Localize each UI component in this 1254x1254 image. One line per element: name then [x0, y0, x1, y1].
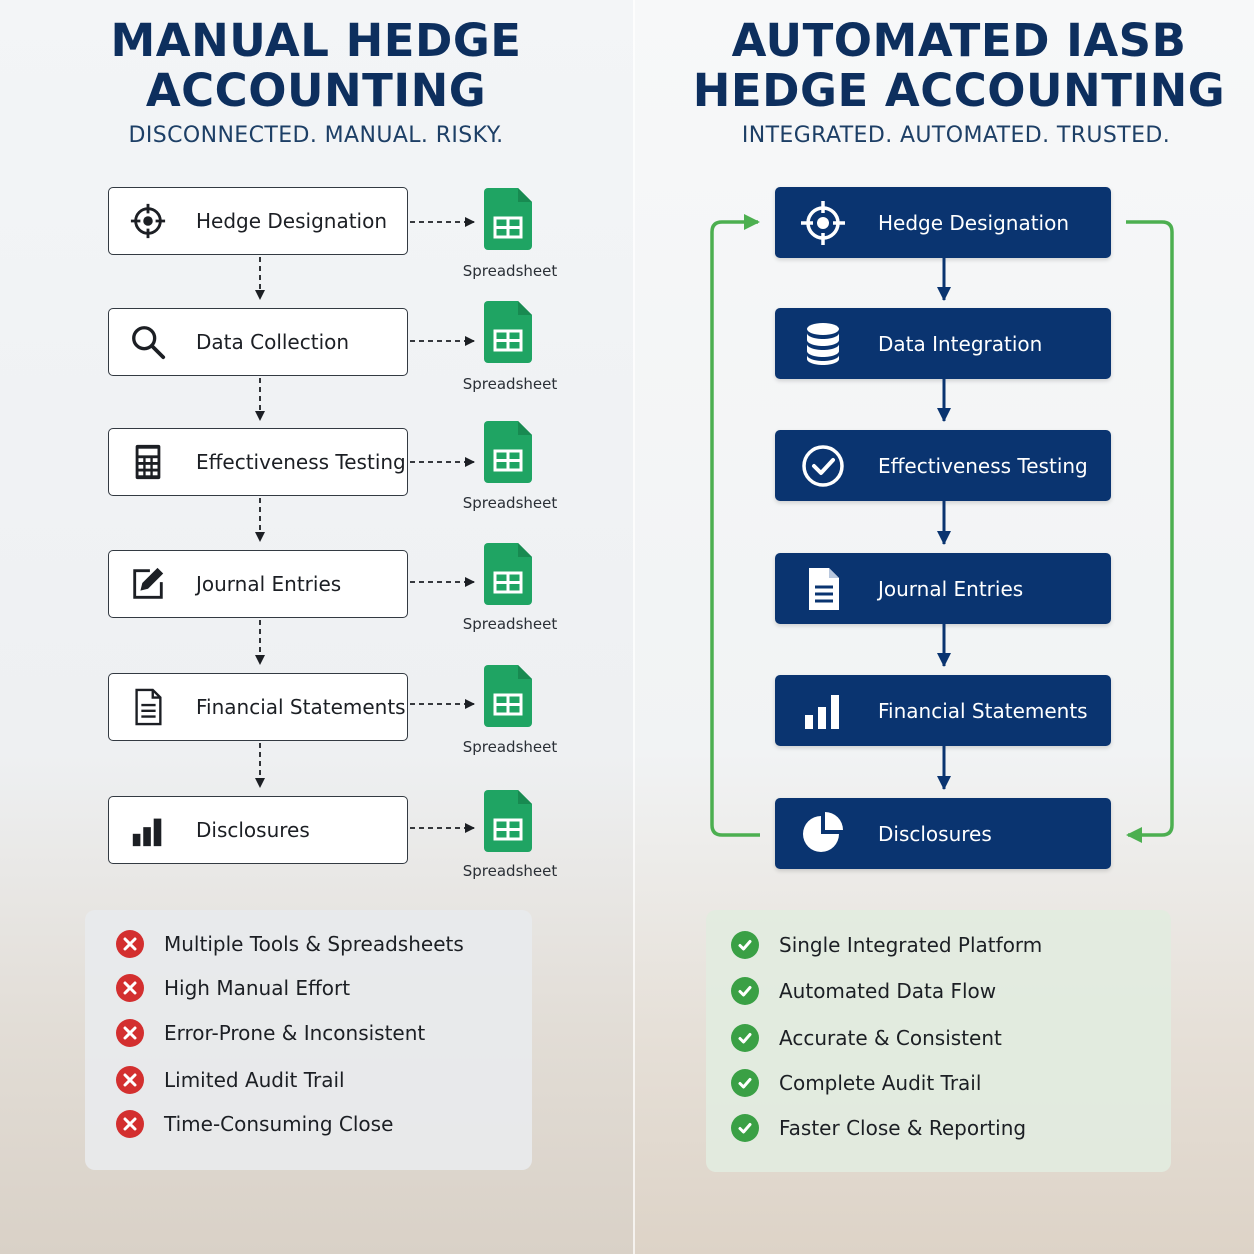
drawback-item: Limited Audit Trail	[116, 1066, 345, 1094]
target-icon	[129, 202, 167, 240]
spreadsheet-label: Spreadsheet	[462, 862, 558, 880]
magnifier-icon	[129, 323, 167, 361]
manual-title-line2: ACCOUNTING	[145, 64, 487, 117]
benefit-item: Single Integrated Platform	[731, 931, 1042, 959]
document-icon	[799, 565, 847, 613]
automated-step-label: Effectiveness Testing	[878, 453, 1088, 478]
benefit-item: Automated Data Flow	[731, 977, 996, 1005]
manual-step-effectiveness-testing: Effectiveness Testing	[108, 428, 408, 496]
benefit-text: Single Integrated Platform	[779, 933, 1043, 957]
spreadsheet-icon	[484, 301, 532, 363]
pie-chart-icon	[799, 810, 847, 858]
spreadsheet-label: Spreadsheet	[462, 738, 558, 756]
check-circle-icon	[799, 442, 847, 490]
edit-icon	[129, 565, 167, 603]
manual-title-line1: MANUAL HEDGE	[110, 14, 522, 67]
automated-step-label: Journal Entries	[878, 576, 1024, 601]
error-x-icon	[116, 930, 144, 958]
drawback-item: High Manual Effort	[116, 974, 350, 1002]
benefit-item: Faster Close & Reporting	[731, 1114, 1026, 1142]
check-icon	[731, 977, 759, 1005]
spreadsheet-icon	[484, 421, 532, 483]
drawback-text: Error-Prone & Inconsistent	[164, 1021, 426, 1045]
drawbacks-box	[85, 910, 532, 1170]
drawback-item: Time-Consuming Close	[116, 1110, 393, 1138]
manual-step-label: Data Collection	[196, 330, 350, 354]
spreadsheet-icon	[484, 188, 532, 250]
spreadsheet-icon	[484, 665, 532, 727]
drawback-item: Error-Prone & Inconsistent	[116, 1019, 425, 1047]
bar-chart-icon	[799, 687, 847, 735]
automated-step-data-integration: Data Integration	[775, 308, 1111, 379]
benefit-item: Complete Audit Trail	[731, 1069, 981, 1097]
manual-step-hedge-designation: Hedge Designation	[108, 187, 408, 255]
panel-divider	[633, 0, 635, 1254]
automated-step-label: Data Integration	[878, 331, 1043, 356]
drawback-item: Multiple Tools & Spreadsheets	[116, 930, 464, 958]
spreadsheet-label: Spreadsheet	[462, 262, 558, 280]
manual-step-data-collection: Data Collection	[108, 308, 408, 376]
manual-title: MANUAL HEDGE ACCOUNTING	[16, 16, 616, 116]
benefit-text: Accurate & Consistent	[779, 1026, 1002, 1050]
automated-step-journal-entries: Journal Entries	[775, 553, 1111, 624]
automated-step-effectiveness-testing: Effectiveness Testing	[775, 430, 1111, 501]
manual-step-label: Financial Statements	[196, 695, 406, 719]
automated-step-hedge-designation: Hedge Designation	[775, 187, 1111, 258]
automated-title-line2: HEDGE ACCOUNTING	[692, 64, 1226, 117]
benefits-box	[706, 910, 1171, 1172]
automated-step-label: Disclosures	[878, 821, 992, 846]
check-icon	[731, 1114, 759, 1142]
benefit-item: Accurate & Consistent	[731, 1024, 1002, 1052]
spreadsheet-label: Spreadsheet	[462, 494, 558, 512]
calculator-icon	[129, 443, 167, 481]
manual-step-journal-entries: Journal Entries	[108, 550, 408, 618]
spreadsheet-icon	[484, 543, 532, 605]
benefit-text: Faster Close & Reporting	[779, 1116, 1027, 1140]
check-icon	[731, 1069, 759, 1097]
manual-subtitle: DISCONNECTED. MANUAL. RISKY.	[128, 123, 504, 148]
check-icon	[731, 1024, 759, 1052]
benefit-text: Automated Data Flow	[779, 979, 997, 1003]
manual-step-label: Hedge Designation	[196, 209, 388, 233]
bar-chart-icon	[129, 811, 167, 849]
drawback-text: Limited Audit Trail	[164, 1068, 345, 1092]
automated-subtitle: INTEGRATED. AUTOMATED. TRUSTED.	[741, 123, 1171, 148]
automated-step-label: Financial Statements	[878, 698, 1088, 723]
error-x-icon	[116, 1110, 144, 1138]
error-x-icon	[116, 1019, 144, 1047]
error-x-icon	[116, 1066, 144, 1094]
manual-step-financial-statements: Financial Statements	[108, 673, 408, 741]
automated-title-line1: AUTOMATED IASB	[731, 14, 1187, 67]
manual-step-disclosures: Disclosures	[108, 796, 408, 864]
drawback-text: Time-Consuming Close	[164, 1112, 394, 1136]
database-icon	[799, 320, 847, 368]
target-icon	[799, 199, 847, 247]
check-icon	[731, 931, 759, 959]
benefit-text: Complete Audit Trail	[779, 1071, 982, 1095]
automated-step-financial-statements: Financial Statements	[775, 675, 1111, 746]
manual-step-label: Journal Entries	[196, 572, 342, 596]
automated-step-label: Hedge Designation	[878, 210, 1070, 235]
spreadsheet-label: Spreadsheet	[462, 375, 558, 393]
automated-step-disclosures: Disclosures	[775, 798, 1111, 869]
drawback-text: High Manual Effort	[164, 976, 351, 1000]
spreadsheet-icon	[484, 790, 532, 852]
manual-step-label: Disclosures	[196, 818, 310, 842]
manual-step-label: Effectiveness Testing	[196, 450, 406, 474]
automated-title: AUTOMATED IASB HEDGE ACCOUNTING	[654, 16, 1254, 116]
drawback-text: Multiple Tools & Spreadsheets	[164, 932, 464, 956]
document-icon	[129, 688, 167, 726]
error-x-icon	[116, 974, 144, 1002]
spreadsheet-label: Spreadsheet	[462, 615, 558, 633]
